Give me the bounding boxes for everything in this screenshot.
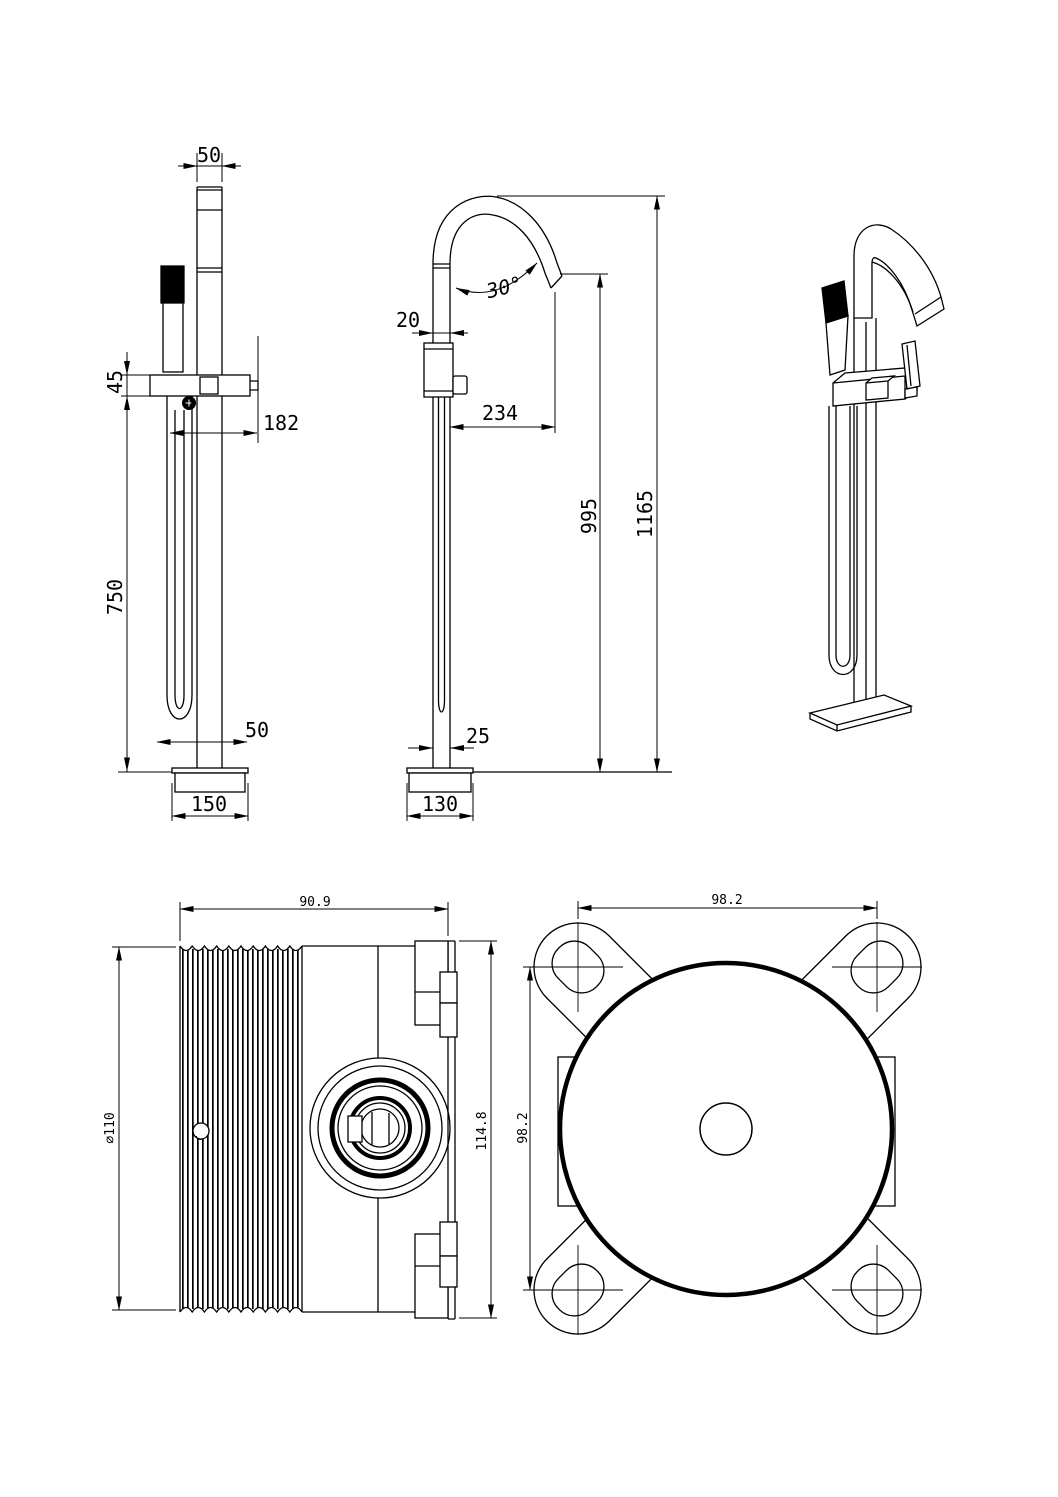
column-front <box>432 264 451 768</box>
dim-spout-tube: 20 <box>396 308 420 332</box>
dim-base-diameter-side: 150 <box>191 792 227 816</box>
hose-inside-column <box>437 397 446 713</box>
iso-base-rim <box>809 706 912 732</box>
dim-bracket-height: 45 <box>103 370 127 394</box>
base-body <box>174 772 246 793</box>
valve-side-dimensions <box>112 902 497 1319</box>
valve-port-ring-7 <box>360 1108 400 1148</box>
dim-valve-height: 114.8 <box>475 1111 490 1150</box>
valve-port-ring-3 <box>329 1077 431 1179</box>
valve-bleed-notch <box>195 1135 203 1140</box>
handshower-head <box>160 265 185 304</box>
faucet-side-view: 50 45 750 182 50 150 <box>103 143 299 821</box>
dim-spout-width: 50 <box>197 143 221 167</box>
valve-body-outline <box>179 945 415 1313</box>
valve-rib-scallop-top <box>179 944 303 952</box>
bracket-pin <box>250 380 259 391</box>
dim-spout-angle: 30° <box>483 271 525 303</box>
valve-front-view: 98.2 98.2 <box>516 893 922 1335</box>
dim-handset-offset: 182 <box>263 411 299 435</box>
dim-bolt-spacing-width: 98.2 <box>711 893 742 908</box>
front-view-dimensions <box>406 195 665 821</box>
valve-center-hole <box>699 1102 753 1156</box>
column <box>196 186 223 768</box>
base-plate <box>171 767 249 774</box>
valve-tab-top-lug-1 <box>439 971 458 1004</box>
bracket-front <box>423 342 454 398</box>
hose-loop <box>166 396 193 720</box>
iso-handshower-handle <box>825 315 849 376</box>
dim-valve-diameter: ∅110 <box>103 1112 118 1143</box>
valve-port-ring-1 <box>309 1057 451 1199</box>
bracket-knob <box>452 375 468 395</box>
iso-base-plate <box>807 694 914 726</box>
dim-hose-offset: 50 <box>245 718 269 742</box>
hose-nut-cross <box>185 399 193 407</box>
valve-front-dimensions <box>523 901 878 1291</box>
valve-bleed-hole <box>192 1122 210 1140</box>
iso-lever-handle <box>901 340 921 399</box>
dim-valve-depth: 90.9 <box>299 895 330 910</box>
valve-rib-scallop-bottom <box>179 1306 303 1314</box>
iso-spout-ribbon <box>853 224 945 328</box>
iso-hose <box>828 406 858 675</box>
iso-diverter-button <box>865 375 897 401</box>
valve-port-ring-4 <box>337 1085 423 1171</box>
base-plate-front <box>406 767 474 774</box>
iso-spout-detail <box>871 261 942 315</box>
dim-bolt-spacing-height: 98.2 <box>516 1112 531 1143</box>
side-view-dimensions <box>118 153 259 821</box>
gooseneck-spout <box>432 195 563 289</box>
faucet-front-view: 20 30° 234 995 1165 25 130 <box>396 195 672 821</box>
valve-tab-top-lug-2 <box>439 1002 458 1038</box>
valve-port-ring-2 <box>317 1065 443 1191</box>
dim-spout-height: 995 <box>577 498 601 534</box>
valve-tab-bottom-lug-1 <box>439 1221 458 1257</box>
valve-mount-strip <box>447 940 456 1320</box>
dim-column-width: 25 <box>466 724 490 748</box>
lug-crosshairs <box>533 922 922 1335</box>
dim-overall-height: 1165 <box>633 490 657 538</box>
bracket-front-lines <box>424 348 453 392</box>
base-body-front <box>408 772 472 793</box>
dim-spout-reach: 234 <box>482 401 518 425</box>
dim-column-height: 750 <box>103 579 127 615</box>
valve-port-key <box>347 1115 363 1143</box>
dim-base-diameter-front: 130 <box>422 792 458 816</box>
valve-side-view: 90.9 ∅110 114.8 <box>103 895 497 1320</box>
valve-tab-bottom-lug-2 <box>439 1255 458 1288</box>
diverter-button <box>199 376 219 395</box>
handshower-handle <box>162 302 184 373</box>
faucet-isometric-view <box>807 224 945 732</box>
valve-port-chords <box>371 1112 390 1145</box>
